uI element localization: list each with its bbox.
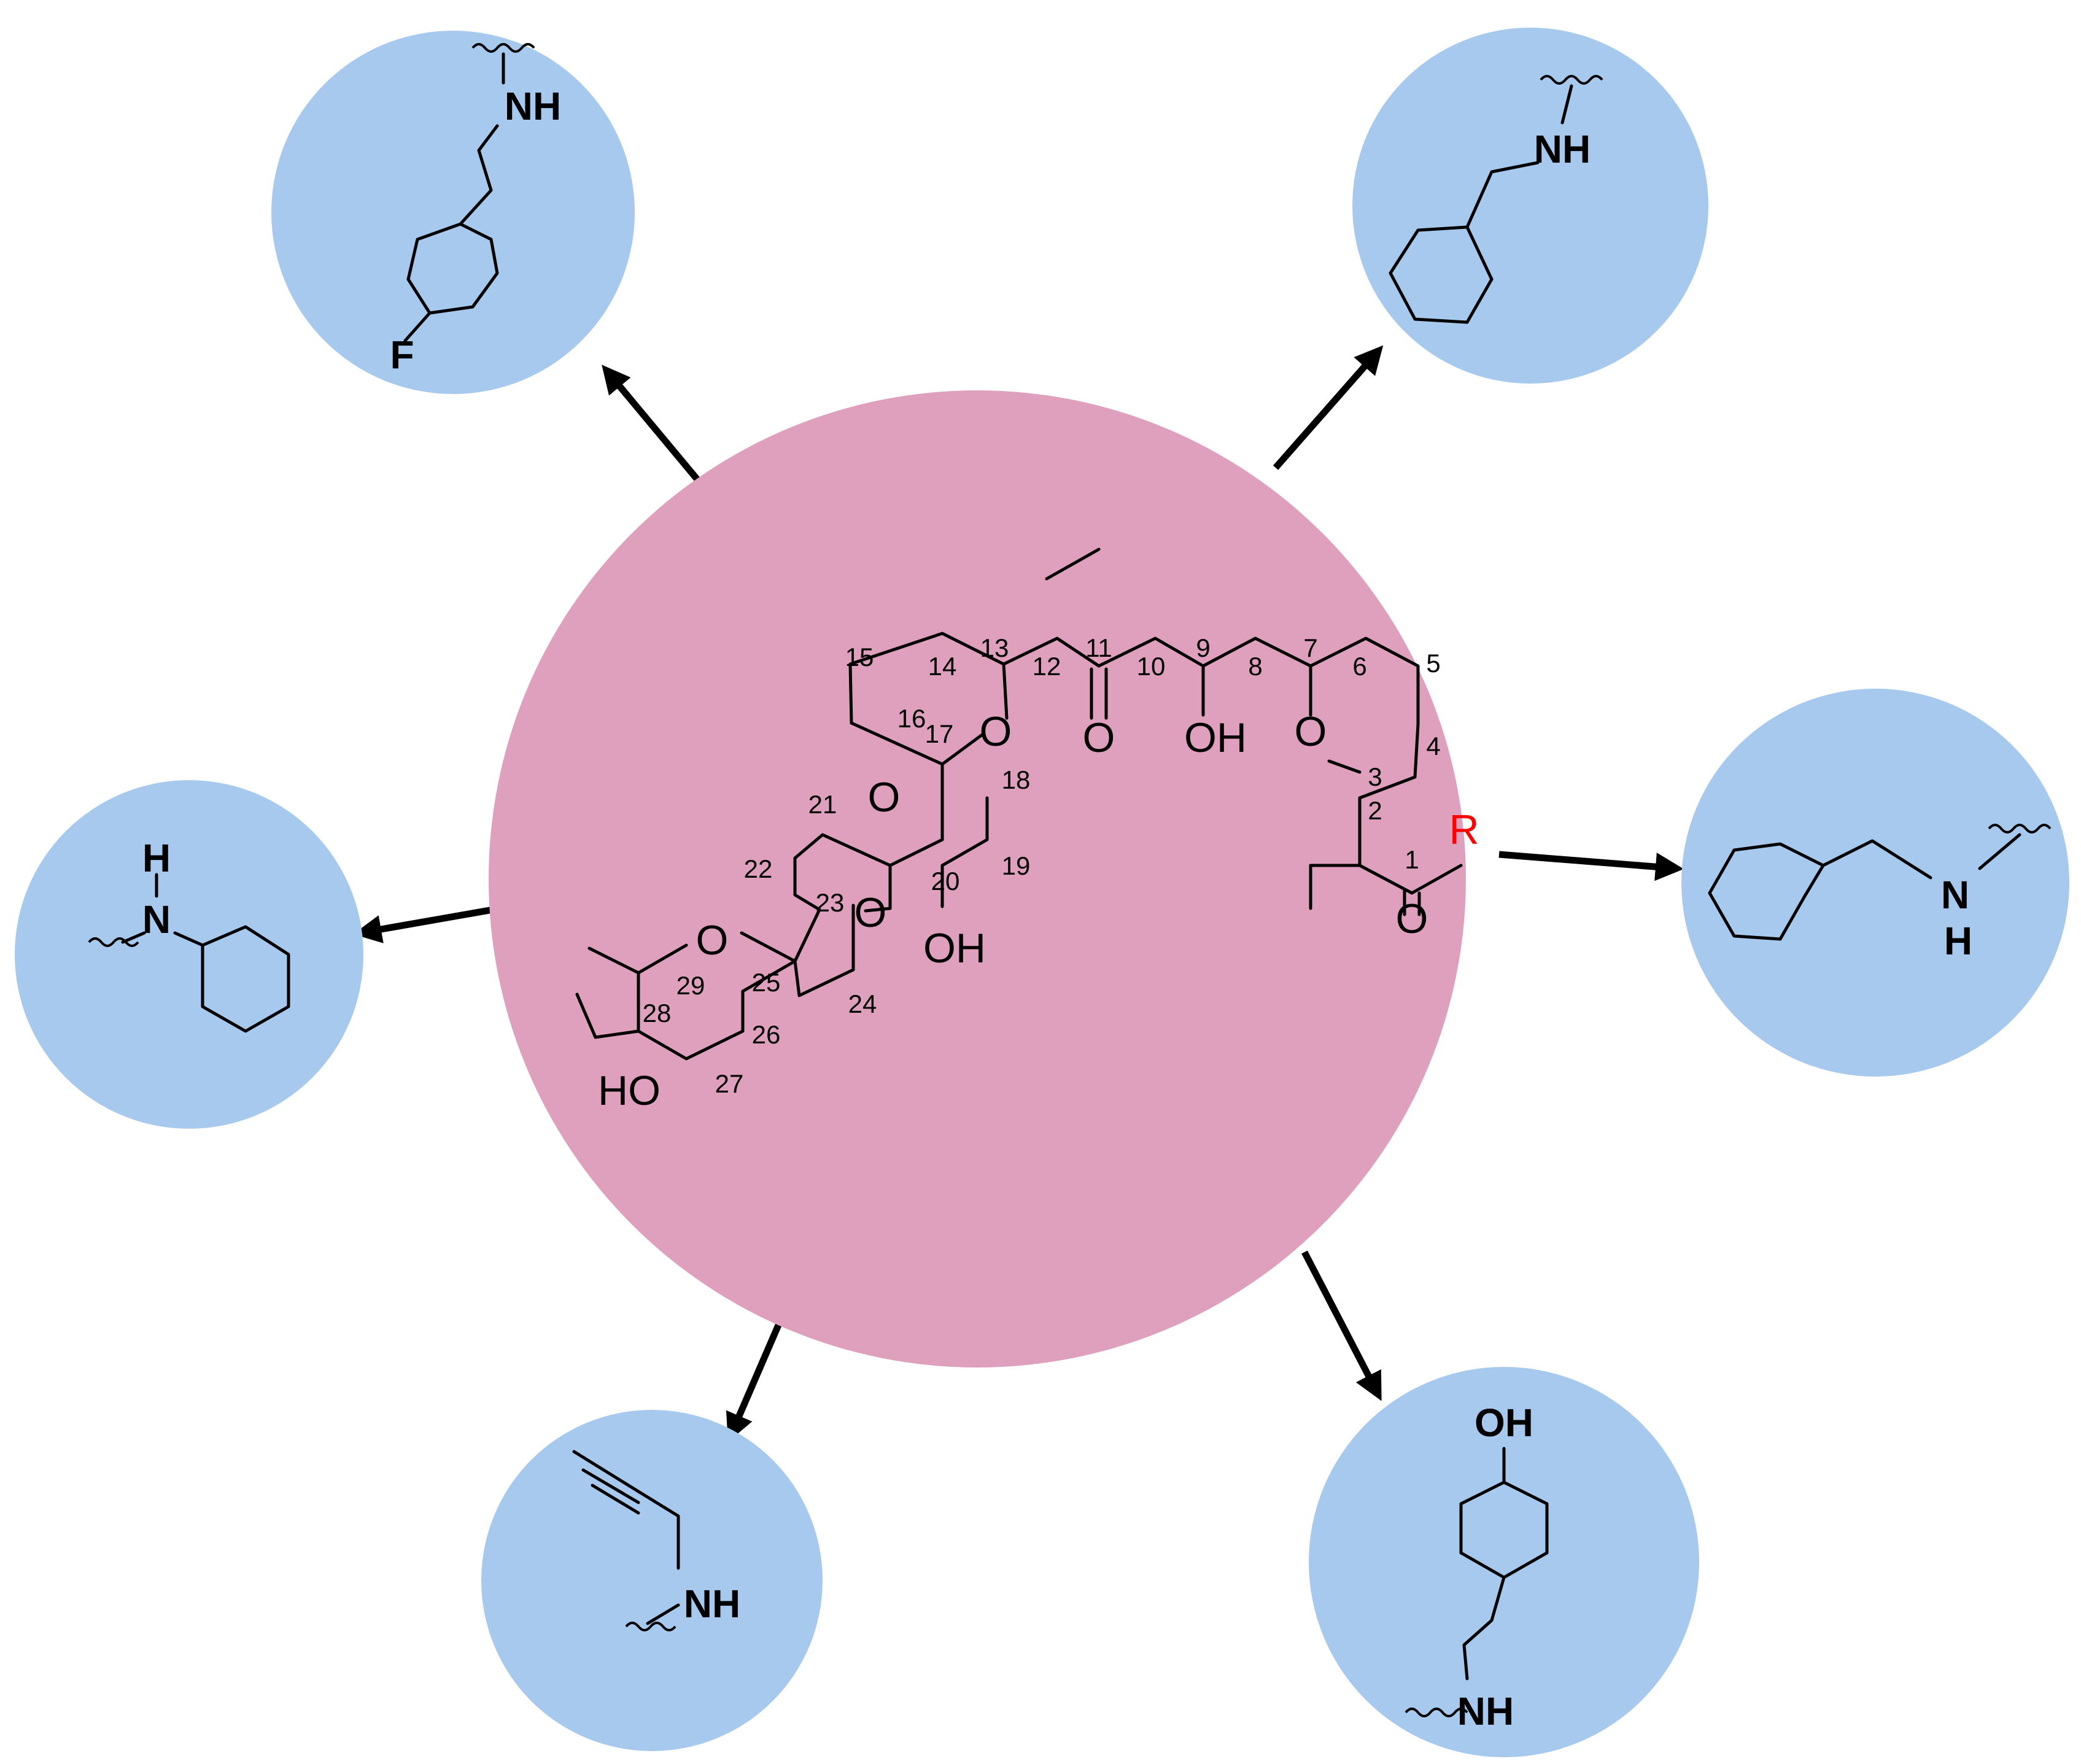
hydroxyl-label: OH [1475,1401,1533,1445]
hydrogen-label: H [1944,919,1972,963]
substituent-circle-phenethylamine [1681,689,2069,1077]
locant: 17 [925,719,954,748]
substituent-propargylamine: NH [572,1450,740,1631]
substituent-circle-fluorophenethylamine [271,31,635,394]
core-locants: 1 2 3 4 5 6 7 8 9 10 11 12 13 14 15 16 1… [643,633,1441,1098]
core-oxygen-label: O [1396,896,1428,942]
fluorine-label: F [390,333,414,377]
core-hydroxyl-label: OH [1184,714,1247,761]
substituent-circle-tyramine [1309,1367,1699,1757]
locant: 26 [752,1020,781,1049]
arrow-to-phenethylamine [1498,851,1684,881]
substituent-circle-propargylamine [481,1410,823,1751]
locant: 6 [1352,652,1366,681]
substituent-circle-aniline [15,780,363,1129]
locant: 15 [845,643,874,671]
hydrogen-label: H [142,836,171,880]
locant: 16 [897,704,926,733]
substituent-phenethylamine: N H [1708,824,2052,963]
locant: 3 [1368,762,1382,791]
locant: 11 [1085,633,1112,662]
nitrogen-label: N [142,897,171,942]
core-molecule: O O O O O O O OH OH HO R 1 2 3 4 5 6 7 8… [575,547,1479,1114]
core-bonds [575,547,1463,1061]
locant: 13 [980,633,1009,662]
locant: 10 [1137,652,1166,681]
substituent-fluorophenethylamine: NH F [390,43,561,377]
locant: 4 [1426,732,1440,760]
locant: 14 [928,652,957,681]
core-hydroxyl-label: HO [598,1067,661,1114]
locant: 18 [1002,765,1031,794]
amine-label: NH [1534,127,1591,171]
core-oxygen-label: O [980,708,1012,755]
r-group-label: R [1449,807,1479,853]
locant: 5 [1426,649,1440,678]
core-oxygen-label: O [1083,714,1115,761]
core-oxygen-label: O [868,774,901,821]
locant: 2 [1368,796,1382,825]
locant: 21 [808,790,837,819]
locant: 24 [848,989,877,1018]
locant: 7 [1303,633,1317,662]
amine-label: NH [684,1582,740,1626]
substituent-circle-benzylamine [1352,28,1708,384]
locant: 20 [931,867,960,896]
nitrogen-label: N [1941,873,1969,917]
locant: 12 [1033,652,1061,681]
arrow-to-tyramine [1301,1250,1382,1401]
core-oxygen-label: O [854,889,887,936]
substituent-benzylamine: NH [1389,75,1603,324]
locant: 9 [1196,633,1210,662]
arrow-to-fluorophenethylamine [602,365,715,500]
core-hydroxyl-label: OH [923,925,986,972]
locant: 19 [1002,851,1031,880]
locant: 28 [643,999,672,1027]
locant: 23 [816,888,845,917]
locant: 25 [752,968,781,997]
locant: 1 [1405,845,1419,874]
substituent-aniline: H N [88,836,290,1033]
substituent-tyramine: OH NH [1405,1401,1549,1733]
arrow-to-benzylamine [1273,345,1384,470]
locant: 27 [715,1069,744,1098]
amine-label: NH [1457,1689,1514,1733]
locant: 29 [676,971,705,1000]
core-oxygen-label: O [1295,708,1327,755]
core-scaffold-circle [489,390,1466,1367]
amine-label: NH [505,84,561,128]
locant: 8 [1248,652,1262,681]
core-oxygen-label: O [696,917,729,964]
locant: 22 [744,854,773,883]
